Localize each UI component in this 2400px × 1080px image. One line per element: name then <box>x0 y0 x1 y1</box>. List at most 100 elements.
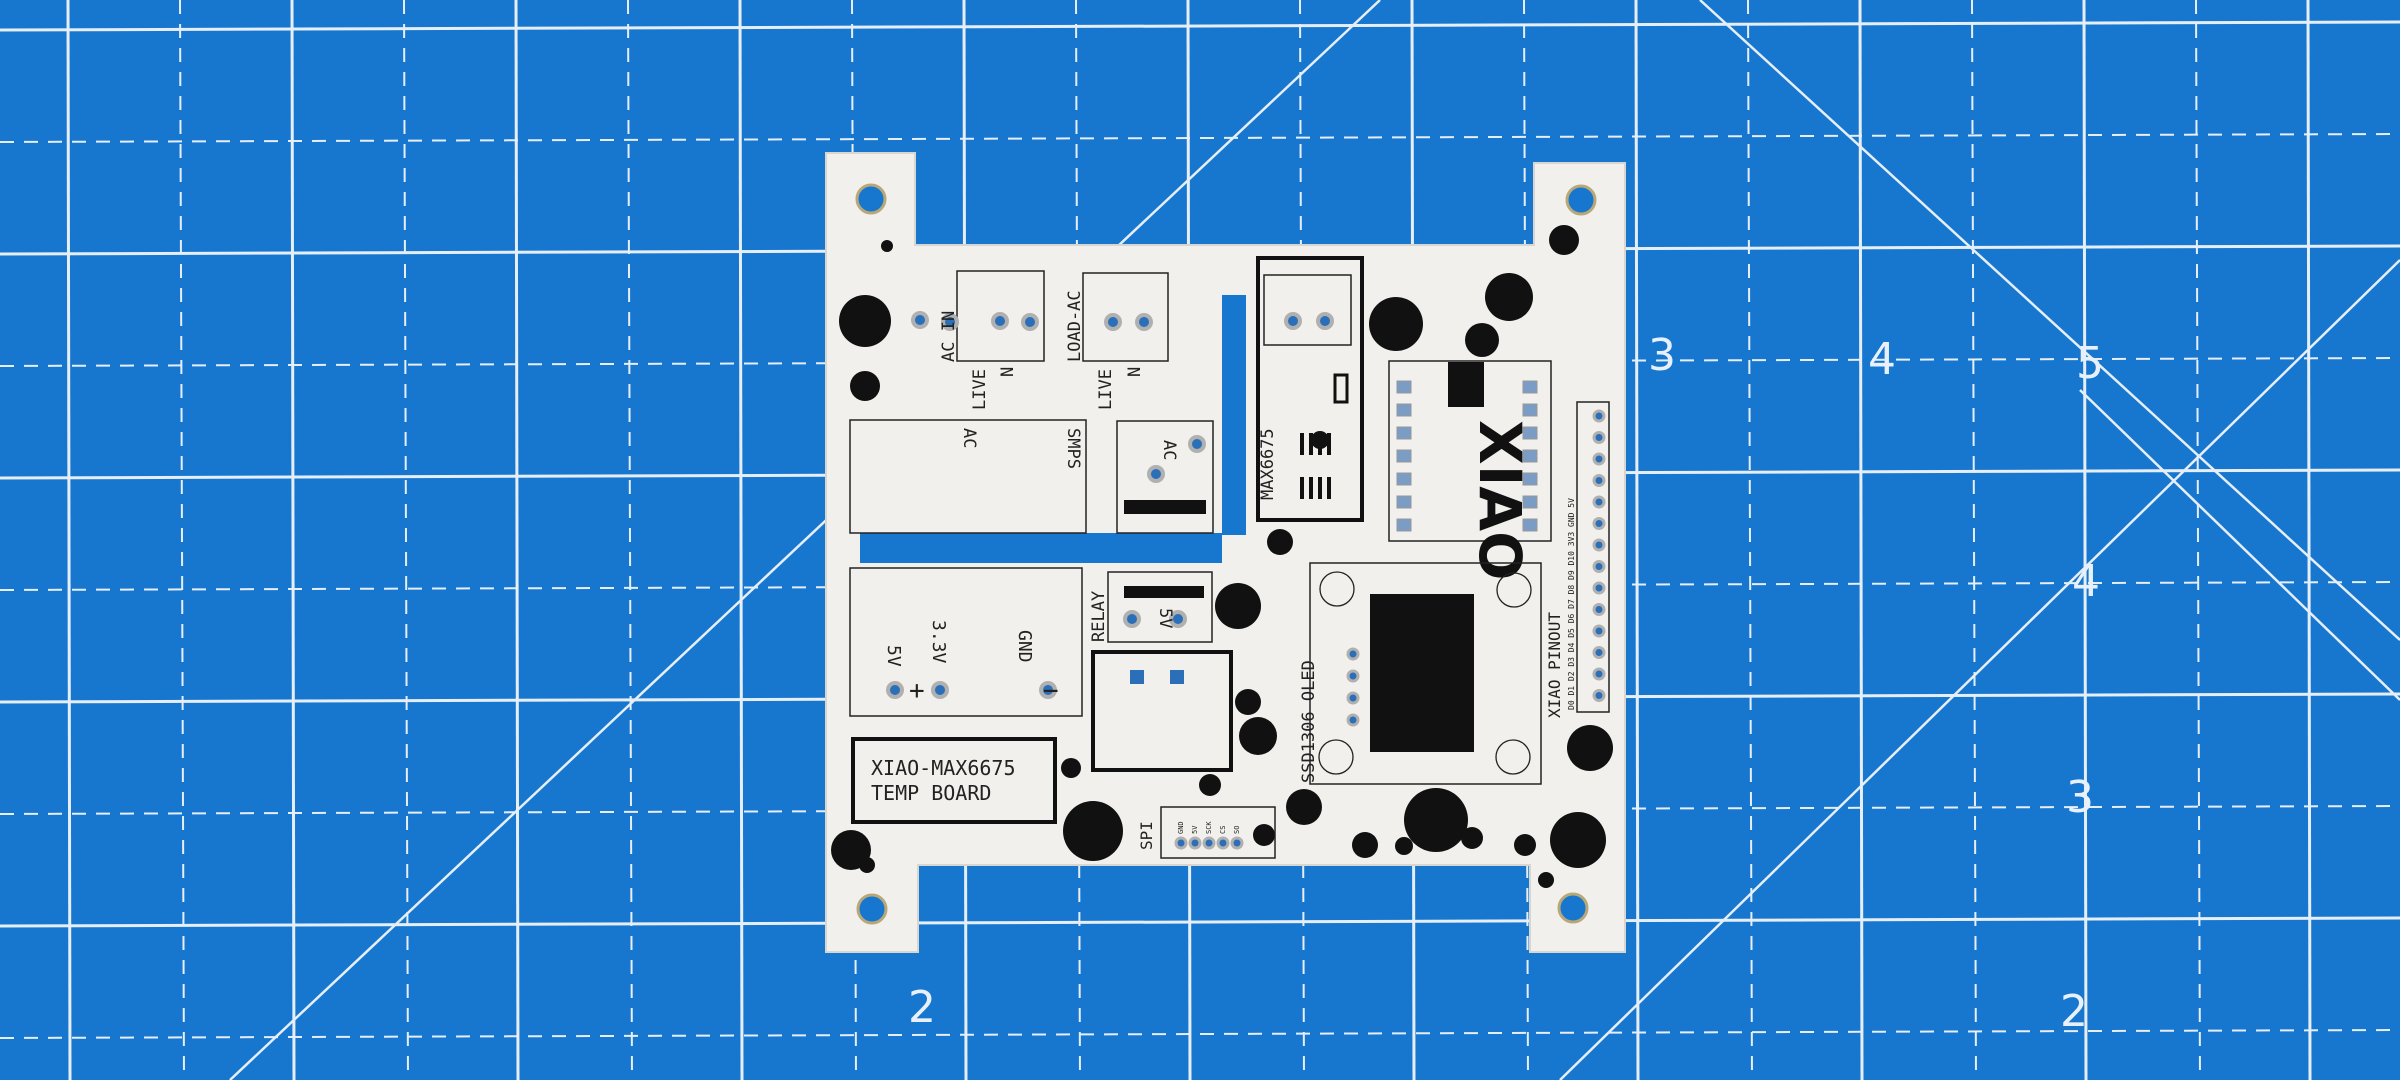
spi-pin-label: GND <box>1177 821 1185 834</box>
xiao-pad <box>1396 403 1412 417</box>
header-pin <box>1592 495 1606 509</box>
xiao-pad <box>1522 403 1538 417</box>
mat-grid-line <box>738 0 744 1080</box>
max6675-outline <box>1256 256 1364 522</box>
board-slot-vertical <box>1222 295 1246 535</box>
mounting-hole <box>855 183 887 215</box>
xiao-pad <box>1396 380 1412 394</box>
mat-number: 2 <box>908 982 936 1033</box>
mat-number: 2 <box>2060 986 2088 1037</box>
spi-pin-label: SO <box>1233 826 1241 834</box>
oled-outline <box>1309 562 1542 785</box>
pcb-board <box>825 152 1626 953</box>
board-slot-horizontal <box>860 533 1222 563</box>
xiao-pad <box>1396 449 1412 463</box>
spi-label: SPI <box>1137 821 1156 850</box>
load-ac-n-label: N <box>1125 367 1145 377</box>
header-pin <box>1592 581 1606 595</box>
header-pin <box>1592 538 1606 552</box>
header-pin <box>1592 452 1606 466</box>
power-5v-label: 5V <box>883 645 904 667</box>
through-holes <box>886 311 1334 699</box>
mounting-hole <box>1565 184 1597 216</box>
spi-pin-label: SCK <box>1205 821 1213 834</box>
mat-grid-line <box>2082 0 2088 1080</box>
mat-grid-line <box>229 0 1381 1080</box>
header-pin <box>1592 431 1606 444</box>
mat-grid-line <box>627 0 633 1080</box>
mat-grid-line <box>290 0 296 1080</box>
load-ac-terminal <box>1082 272 1169 362</box>
mat-grid-line <box>403 0 409 1080</box>
spi-header-outline <box>1160 806 1276 859</box>
xiao-pad <box>1396 495 1412 509</box>
smps-label: SMPS <box>1063 428 1083 469</box>
mounting-hole <box>1557 892 1589 924</box>
mat-number: 5 <box>2076 338 2104 389</box>
power-outline <box>849 567 1083 717</box>
xiao-pin-labels: D0 D1 D2 D3 D4 D5 D6 D7 D8 D9 D10 3V3 GN… <box>1567 498 1576 710</box>
mounting-hole <box>856 893 888 925</box>
ac-block-outline <box>1116 420 1214 534</box>
header-pin <box>1592 624 1606 638</box>
xiao-pad <box>1522 495 1538 509</box>
ac-in-terminal <box>956 270 1045 362</box>
relay-label: RELAY <box>1089 591 1109 642</box>
oled-label: SSD1306 OLED <box>1299 660 1319 783</box>
thermocouple-terminal <box>1263 274 1352 346</box>
header-pins <box>1592 409 1606 702</box>
smd-pad <box>1130 670 1144 684</box>
mat-grid-line <box>514 0 520 1080</box>
header-pin <box>1592 409 1606 423</box>
power-plus-label: + <box>909 676 925 706</box>
mat-grid-line <box>179 0 185 1080</box>
smps-ac-label: AC <box>959 428 979 448</box>
xiao-pinout-header <box>1576 401 1610 713</box>
mat-grid-line <box>0 20 2400 32</box>
mat-grid-line <box>0 1029 2400 1039</box>
xiao-pad <box>1522 380 1538 394</box>
spi-pins: GND 5V SCK CS SO <box>1174 821 1244 850</box>
ac-in-live-label: LIVE <box>970 369 990 410</box>
xiao-pad <box>1522 449 1538 463</box>
board-title-line-1: XIAO-MAX6675 <box>871 756 1016 780</box>
max6675-label: MAX6675 <box>1258 428 1278 500</box>
power-minus-label: − <box>1043 676 1059 706</box>
ac-block-black-pad <box>1124 500 1206 514</box>
max6675-chip-footprint <box>1300 373 1349 499</box>
spi-pin-label: 5V <box>1191 825 1199 834</box>
header-pin <box>1592 667 1606 681</box>
xiao-pad <box>1396 426 1412 440</box>
mat-number: 3 <box>2066 772 2094 823</box>
mat-grid-line <box>1747 0 1753 1080</box>
oled-black-pad <box>1370 594 1474 752</box>
oled-pins <box>1346 647 1360 727</box>
relay-outline <box>1107 571 1213 643</box>
mounting-holes <box>855 183 1597 925</box>
mat-grid-line <box>2195 0 2201 1080</box>
xiao-pad <box>1396 518 1412 532</box>
mat-grid-line <box>1971 0 1977 1080</box>
xiao-logo-pad <box>1448 362 1484 407</box>
xiao-pad <box>1522 426 1538 440</box>
load-ac-live-label: LIVE <box>1096 369 1116 410</box>
header-pin <box>1592 689 1606 702</box>
mat-number: 4 <box>1868 334 1896 385</box>
power-3v3-label: 3.3V <box>928 620 949 664</box>
power-gnd-label: GND <box>1014 630 1035 663</box>
spi-pin-label: CS <box>1219 826 1227 834</box>
header-pin <box>1592 474 1606 487</box>
mat-grid-line <box>1634 0 1640 1080</box>
oled-mount-circles <box>1318 571 1532 775</box>
load-ac-label: LOAD-AC <box>1065 290 1085 362</box>
mat-grid-line <box>2306 0 2312 1080</box>
ac-block-label: AC <box>1159 440 1179 460</box>
xiao-module-pins <box>1396 380 1538 532</box>
smd-pad <box>1170 670 1184 684</box>
mat-number: 4 <box>2072 556 2100 607</box>
mat-grid-line <box>1559 259 2400 1080</box>
header-pin <box>1592 560 1606 573</box>
relay-driver-outline <box>1091 650 1233 772</box>
header-pin <box>1592 517 1606 530</box>
